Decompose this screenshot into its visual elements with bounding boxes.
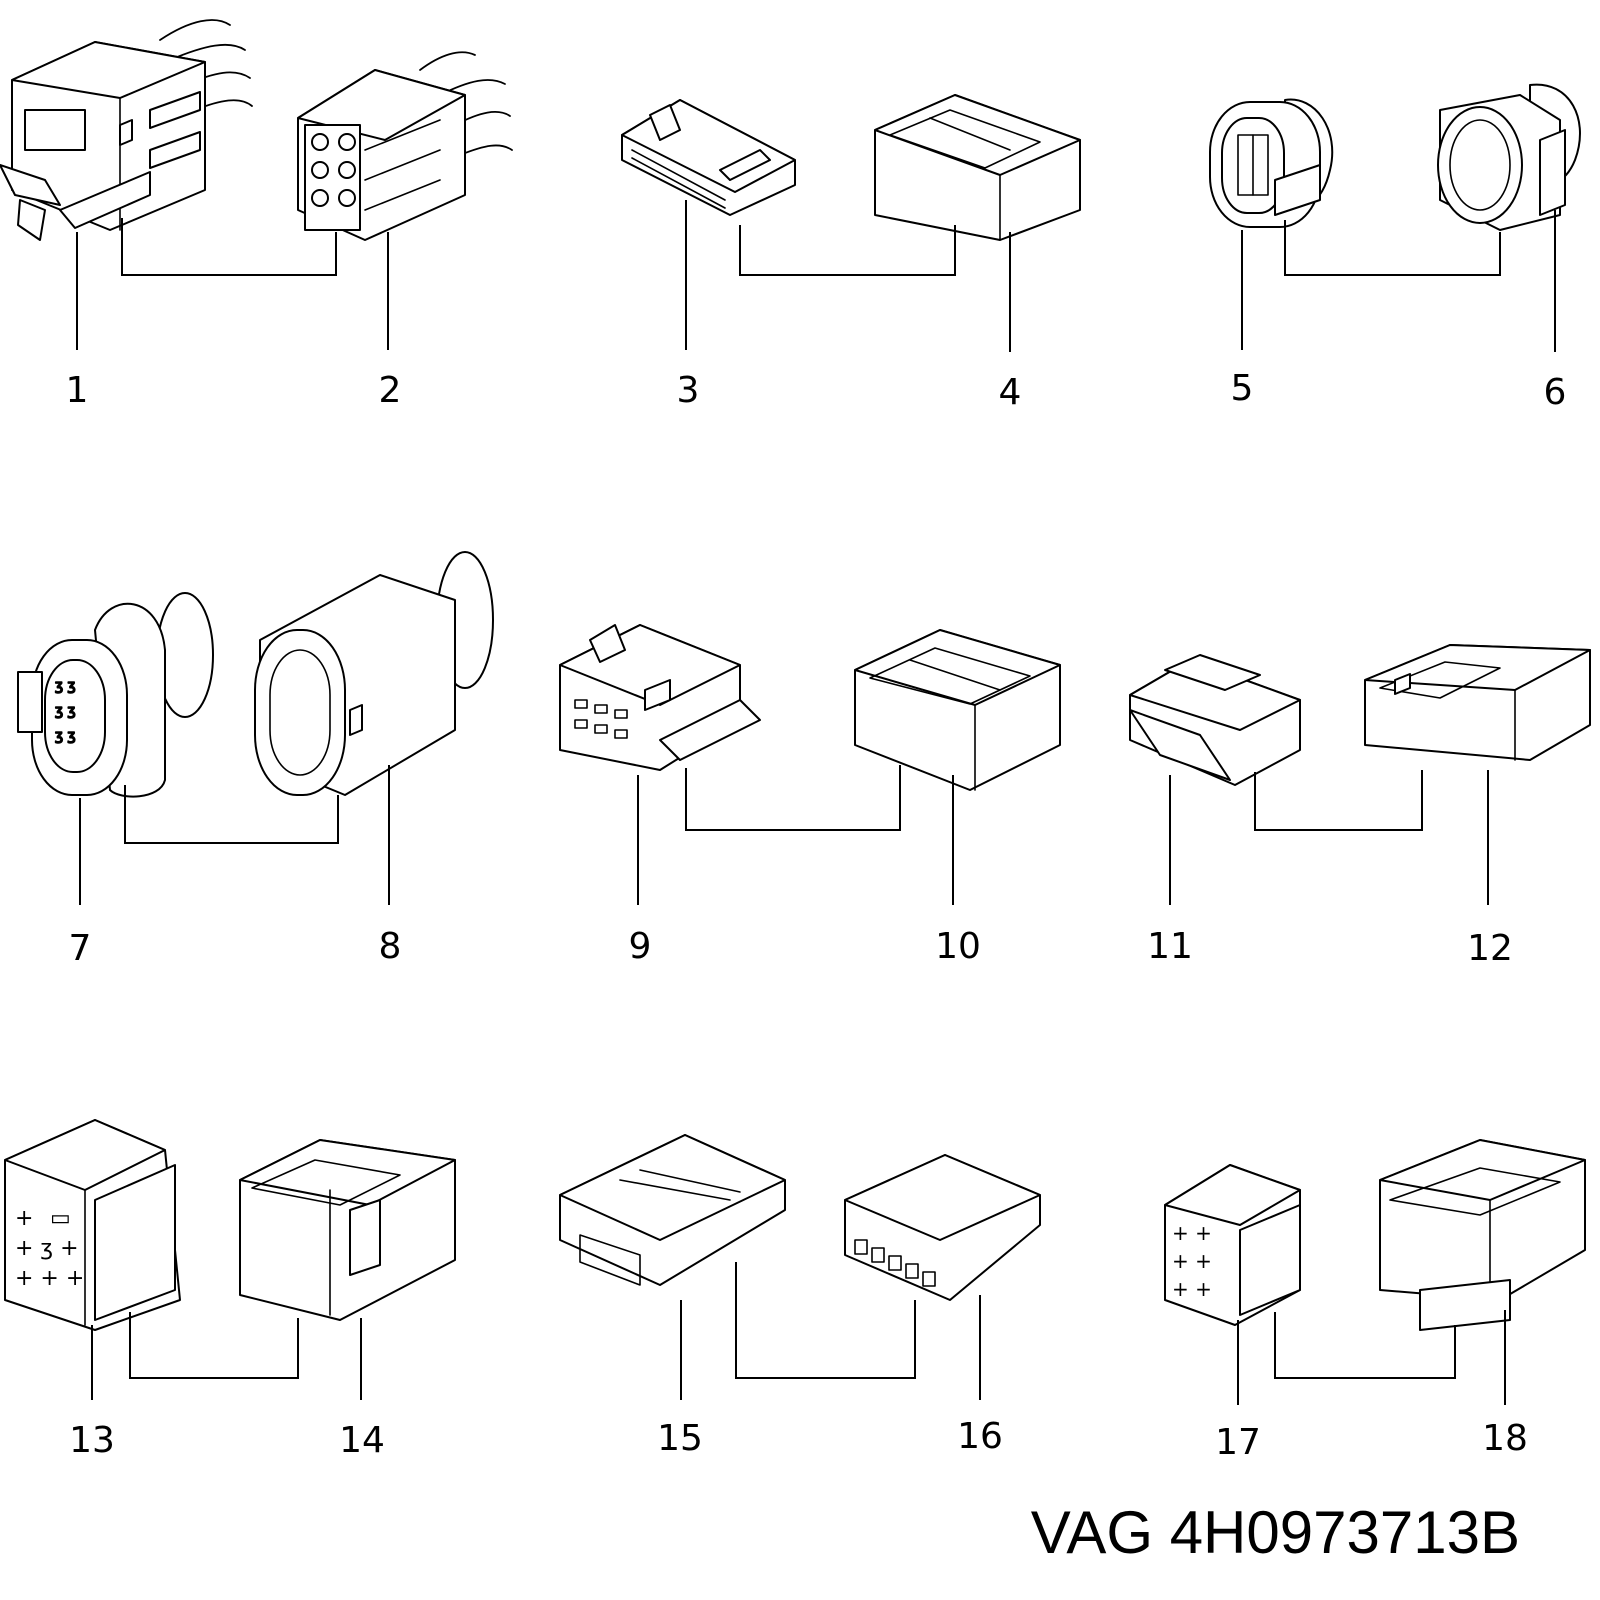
callout-8: 8	[379, 926, 402, 967]
callout-9: 9	[629, 926, 652, 967]
part-12-connector	[1364, 644, 1591, 761]
svg-text:+ ʒ +: + ʒ +	[15, 1236, 79, 1261]
callout-4: 4	[999, 372, 1022, 413]
svg-text:ʒ ʒ: ʒ ʒ	[55, 703, 76, 719]
part-16-connector	[844, 1154, 1041, 1301]
callout-numbers: 1 2 3 4 5 6 7 8 9 10 11 12 13 14 15 16 1…	[66, 368, 1567, 1463]
callout-13: 13	[69, 1420, 115, 1461]
callout-1: 1	[66, 370, 89, 411]
callout-7: 7	[69, 928, 92, 969]
svg-text:+ +: + +	[1172, 1249, 1212, 1273]
part-6-connector	[1437, 83, 1581, 231]
part-2-connector	[297, 51, 513, 241]
callout-11: 11	[1147, 926, 1193, 967]
svg-text:+: +	[15, 1206, 33, 1231]
part-14-connector	[239, 1139, 456, 1321]
callout-15: 15	[657, 1418, 703, 1459]
svg-text:+ +: + +	[1172, 1277, 1212, 1301]
part-7-connector: ʒ ʒ ʒ ʒ ʒ ʒ	[17, 592, 214, 798]
part-17-connector: + + + + + +	[1164, 1164, 1301, 1326]
part-5-connector	[1209, 98, 1334, 228]
part-1-connector	[0, 19, 253, 241]
callout-10: 10	[935, 926, 981, 967]
callout-18: 18	[1482, 1418, 1528, 1459]
callout-12: 12	[1467, 928, 1513, 969]
callout-3: 3	[677, 370, 700, 411]
part-8-connector	[254, 551, 494, 796]
part-4-connector	[874, 94, 1081, 241]
part-9-connector	[559, 624, 761, 771]
leader-lines	[76, 200, 1556, 1405]
callout-6: 6	[1544, 372, 1567, 413]
part-18-connector	[1379, 1139, 1586, 1331]
part-3-connector	[621, 99, 796, 216]
svg-text:+ +: + +	[1172, 1221, 1212, 1245]
part-11-connector	[1129, 654, 1301, 786]
part-13-connector: + ▭ + ʒ + + + +	[4, 1119, 181, 1331]
part-number-caption: VAG 4H0973713B	[1031, 1499, 1520, 1566]
callout-5: 5	[1231, 368, 1254, 409]
part-10-connector	[854, 629, 1061, 791]
callout-17: 17	[1215, 1422, 1261, 1463]
svg-text:+ + +: + + +	[15, 1266, 84, 1291]
svg-text:ʒ ʒ: ʒ ʒ	[55, 678, 76, 694]
svg-text:ʒ ʒ: ʒ ʒ	[55, 728, 76, 744]
svg-text:▭: ▭	[50, 1206, 71, 1231]
callout-16: 16	[957, 1416, 1003, 1457]
callout-2: 2	[379, 370, 402, 411]
callout-14: 14	[339, 1420, 385, 1461]
part-15-connector	[559, 1134, 786, 1286]
